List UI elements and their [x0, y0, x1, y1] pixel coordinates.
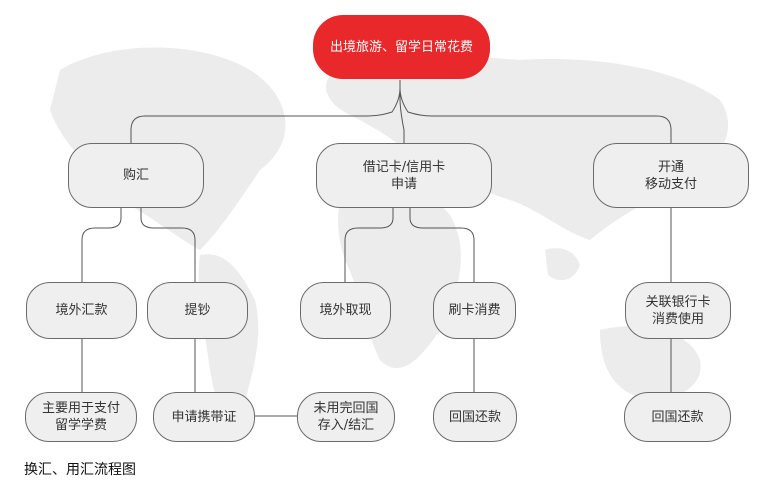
node-mobile-pay: 开通 移动支付 [593, 143, 749, 208]
figure-caption: 换汇、用汇流程图 [24, 462, 136, 478]
node-remit: 境外汇款 [26, 282, 137, 339]
node-card-apply: 借记卡/信用卡 申请 [316, 143, 492, 208]
root-node: 出境旅游、留学日常花费 [313, 15, 490, 79]
node-repay-mobile: 回国还款 [624, 392, 731, 442]
node-swipe: 刷卡消费 [433, 282, 516, 339]
node-atm: 境外取现 [300, 282, 391, 339]
connector-exchange-withdraw [140, 208, 196, 282]
node-tuition: 主要用于支付 留学学费 [25, 392, 137, 442]
node-withdraw-cash: 提钞 [147, 282, 248, 339]
node-repay-card: 回国还款 [433, 392, 517, 442]
node-exchange: 购汇 [68, 143, 204, 208]
connector-root-exchange [130, 80, 401, 143]
connector-card-atm [344, 208, 394, 282]
connector-exchange-remit [81, 208, 122, 282]
node-carry-cert: 申请携带证 [153, 392, 255, 442]
node-link-card: 关联银行卡 消费使用 [625, 282, 731, 339]
connector-card-swipe [409, 208, 475, 282]
connector-root-mobile [399, 87, 672, 143]
connector-root-card [399, 88, 405, 143]
node-unused: 未用完回国 存入/结汇 [297, 392, 395, 442]
